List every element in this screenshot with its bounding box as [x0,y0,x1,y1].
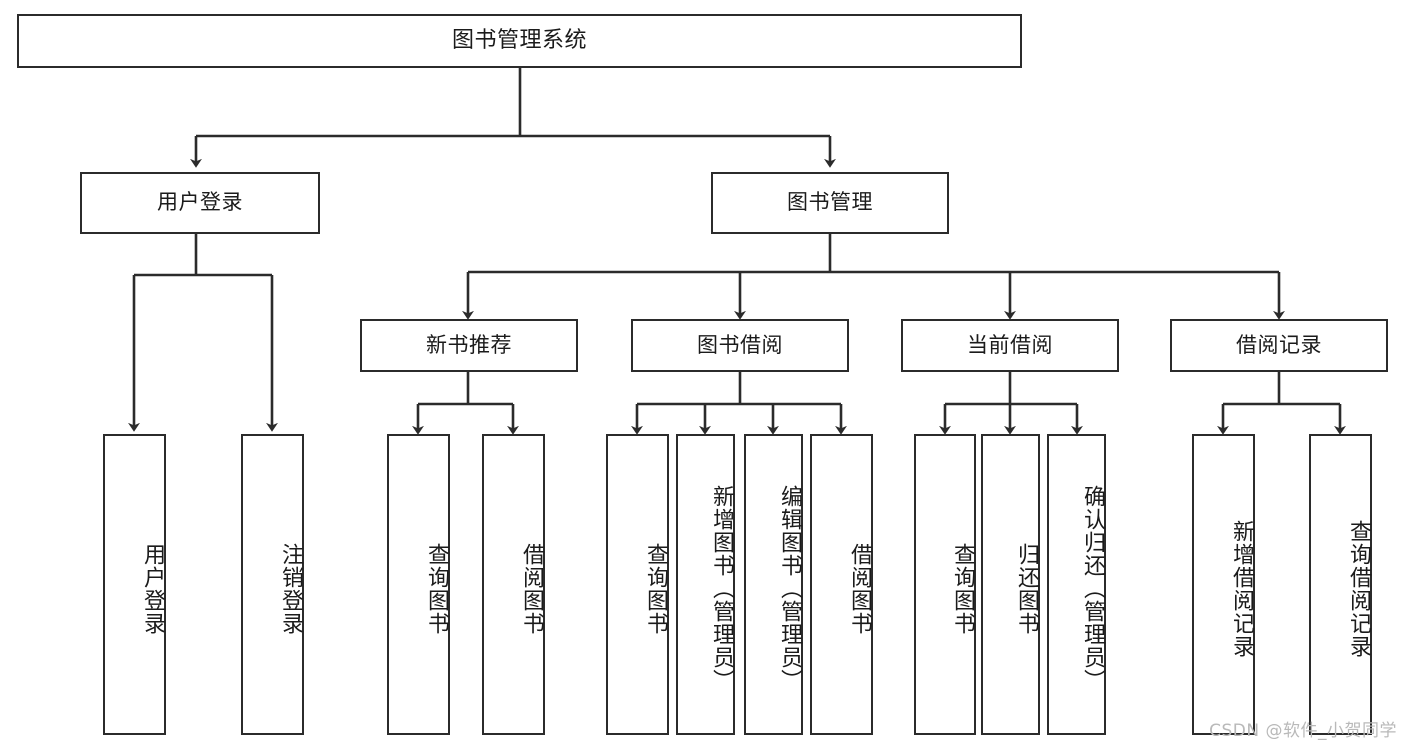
node-current-borrow[interactable]: 当前借阅 [901,319,1119,372]
node-borrow-records[interactable]: 借阅记录 [1170,319,1388,372]
leaf-query-borrow-record[interactable]: 查询借阅记录 [1309,434,1372,735]
node-label: 查询图书 [950,542,975,635]
node-label: 借阅图书 [519,542,544,635]
leaf-logout[interactable]: 注销登录 [241,434,304,735]
node-label: 查询图书 [643,542,668,635]
node-label: 确认归还（管理员） [1080,485,1105,692]
node-book-management[interactable]: 图书管理 [711,172,949,234]
node-user-login[interactable]: 用户登录 [80,172,320,234]
node-label: 新增图书（管理员） [709,485,734,692]
csdn-watermark: CSDN @软件_小贺同学 [1209,721,1397,741]
node-label: 注销登录 [278,542,303,635]
leaf-query-books-current[interactable]: 查询图书 [914,434,976,735]
node-label: 查询借阅记录 [1346,519,1371,658]
leaf-query-books-recommendation[interactable]: 查询图书 [387,434,450,735]
node-label: 图书管理 [787,190,873,215]
leaf-borrow-books-borrow[interactable]: 借阅图书 [810,434,873,735]
node-root-book-management-system[interactable]: 图书管理系统 [17,14,1022,68]
node-new-book-recommendation[interactable]: 新书推荐 [360,319,578,372]
node-book-borrow[interactable]: 图书借阅 [631,319,849,372]
leaf-add-book-admin[interactable]: 新增图书（管理员） [676,434,735,735]
node-label: 新增借阅记录 [1229,519,1254,658]
node-label: 用户登录 [140,542,165,635]
leaf-query-books-borrow[interactable]: 查询图书 [606,434,669,735]
leaf-edit-book-admin[interactable]: 编辑图书（管理员） [744,434,803,735]
node-label: 查询图书 [424,542,449,635]
node-label: 借阅图书 [847,542,872,635]
leaf-user-login[interactable]: 用户登录 [103,434,166,735]
leaf-add-borrow-record[interactable]: 新增借阅记录 [1192,434,1255,735]
node-label: 图书管理系统 [451,27,587,53]
node-label: 新书推荐 [426,332,512,357]
node-label: 用户登录 [157,190,243,215]
leaf-borrow-books-recommendation[interactable]: 借阅图书 [482,434,545,735]
node-label: 归还图书 [1014,542,1039,635]
node-label: 图书借阅 [697,332,783,357]
node-label: 编辑图书（管理员） [777,485,802,692]
node-label: 借阅记录 [1236,332,1322,357]
node-label: 当前借阅 [967,332,1053,357]
leaf-return-books[interactable]: 归还图书 [981,434,1040,735]
leaf-confirm-return-admin[interactable]: 确认归还（管理员） [1047,434,1106,735]
